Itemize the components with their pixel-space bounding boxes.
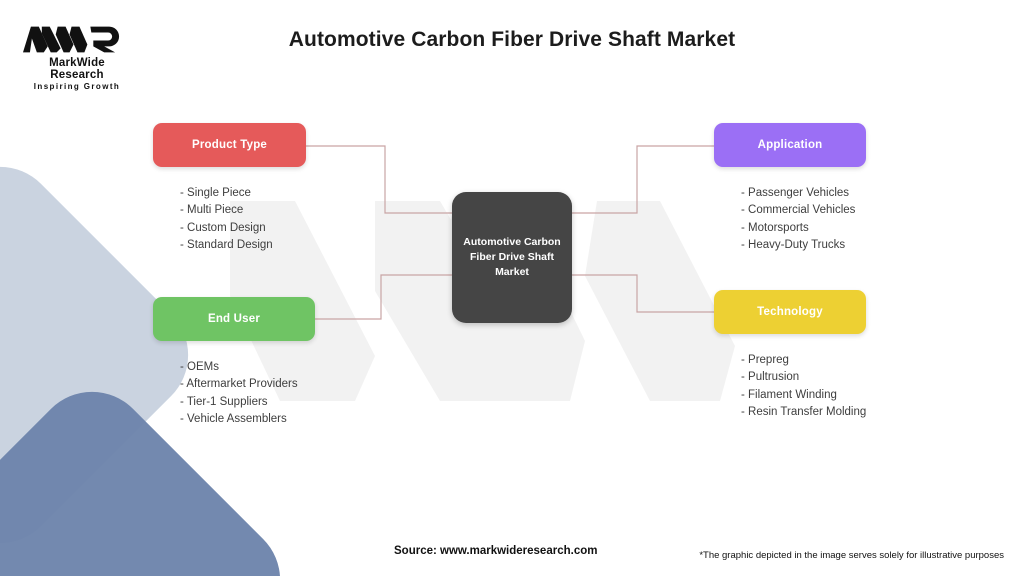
logo-mark-icon (22, 26, 120, 53)
branch-application[interactable]: Application - Passenger Vehicles - Comme… (714, 123, 866, 255)
list-item: - Single Piece (180, 187, 251, 199)
page-title: Automotive Carbon Fiber Drive Shaft Mark… (288, 28, 736, 51)
branch-header-technology[interactable]: Technology (714, 290, 866, 334)
branch-item-list-end-user: - OEMs - Aftermarket Providers - Tier-1 … (153, 359, 315, 429)
branch-item-list-product-type: - Single Piece - Multi Piece - Custom De… (153, 185, 306, 255)
branch-label-application: Application (757, 139, 823, 151)
branch-header-product-type[interactable]: Product Type (153, 123, 306, 167)
list-item: - Vehicle Assemblers (180, 413, 287, 426)
list-item: - Passenger Vehicles (741, 187, 850, 199)
list-item: - Multi Piece (180, 204, 244, 217)
branch-label-product-type: Product Type (191, 139, 268, 151)
list-item: - Commercial Vehicles (741, 204, 856, 217)
list-item: - Standard Design (180, 239, 273, 252)
list-item: - Motorsports (741, 221, 809, 234)
source-note: Source: www.markwideresearch.com (394, 545, 598, 557)
list-item: - Heavy-Duty Trucks (741, 239, 846, 252)
branch-label-end-user: End User (207, 313, 261, 325)
list-item: - Custom Design (180, 221, 266, 234)
list-item: - Tier-1 Suppliers (180, 395, 268, 408)
list-item: - Pultrusion (741, 371, 800, 384)
branch-header-application[interactable]: Application (714, 123, 866, 167)
list-item: - Filament Winding (741, 388, 837, 401)
branch-item-list-application: - Passenger Vehicles - Commercial Vehicl… (714, 185, 866, 255)
disclaimer-note: *The graphic depicted in the image serve… (699, 550, 1004, 561)
logo-tagline: Inspiring Growth (33, 82, 121, 91)
logo-company-name: MarkWide Research (49, 57, 105, 81)
list-item: - Aftermarket Providers (180, 378, 298, 391)
connector-technology (572, 274, 714, 313)
center-node-label: Automotive Carbon Fiber Drive Shaft Mark… (463, 236, 561, 278)
center-node[interactable]: Automotive Carbon Fiber Drive Shaft Mark… (452, 192, 572, 323)
connector-end-user (315, 274, 452, 320)
brand-logo: MarkWide Research Inspiring Growth (22, 22, 134, 91)
branch-end-user[interactable]: End User - OEMs - Aftermarket Providers … (153, 297, 315, 429)
branch-header-end-user[interactable]: End User (153, 297, 315, 341)
branch-item-list-technology: - Prepreg - Pultrusion - Filament Windin… (714, 352, 866, 422)
list-item: - Prepreg (741, 354, 789, 366)
list-item: - OEMs (180, 361, 219, 373)
branch-product-type[interactable]: Product Type - Single Piece - Multi Piec… (153, 123, 306, 255)
branch-technology[interactable]: Technology - Prepreg - Pultrusion - Fila… (714, 290, 866, 422)
list-item: - Resin Transfer Molding (741, 406, 867, 419)
connector-application (572, 145, 714, 214)
branch-label-technology: Technology (757, 306, 823, 318)
connector-product-type (306, 145, 452, 214)
